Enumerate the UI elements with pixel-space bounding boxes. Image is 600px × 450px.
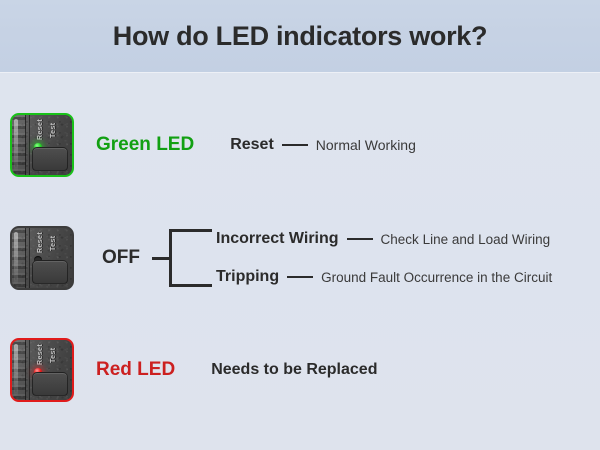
outlet-reset-legend: Reset	[37, 231, 44, 253]
outlet-ridge-strip	[12, 115, 26, 175]
outlet-reset-legend: Reset	[37, 118, 44, 140]
bracket-spine	[169, 229, 172, 287]
outlet-test-legend: Test	[50, 122, 57, 138]
bracket-arm-top	[169, 229, 212, 232]
detail-term: Tripping	[216, 268, 280, 285]
off-branch-items: Incorrect Wiring Check Line and Load Wir…	[216, 229, 552, 287]
branch-bracket-icon	[152, 229, 212, 287]
dash-connector-icon	[346, 238, 373, 240]
gfci-outlet-red-led-icon: Reset Test	[10, 338, 74, 402]
header-band: How do LED indicators work?	[0, 0, 600, 72]
detail-description: Normal Working	[315, 137, 416, 153]
gfci-outlet-green-led-icon: Reset Test	[10, 113, 74, 177]
outlet-ridge-gloss	[14, 344, 18, 396]
outlet-seam-line	[29, 115, 30, 175]
detail-term: Needs to be Replaced	[211, 361, 378, 378]
detail-term: Reset	[230, 136, 274, 153]
outlet-reset-legend: Reset	[37, 343, 44, 365]
outlet-ridge-gloss	[14, 232, 18, 284]
gfci-outlet-off-led-icon: Reset Test	[10, 226, 74, 290]
outlet-button-panel	[32, 260, 68, 284]
detail-green-reset: Reset Normal Working	[230, 136, 416, 154]
detail-off-incorrect-wiring: Incorrect Wiring Check Line and Load Wir…	[216, 229, 552, 249]
detail-off-tripping: Tripping Ground Fault Occurrence in the …	[216, 267, 552, 287]
detail-red-replace: Needs to be Replaced	[211, 361, 377, 379]
detail-description: Check Line and Load Wiring	[380, 231, 551, 247]
outlet-seam-line	[29, 340, 30, 400]
outlet-test-legend: Test	[50, 347, 57, 363]
bracket-stem	[152, 257, 169, 260]
outlet-ridge-gloss	[14, 119, 18, 171]
row-off-led: Reset Test OFF Incorrect Wiring Check Li…	[0, 213, 600, 303]
outlet-ridge-strip	[12, 228, 26, 288]
row-green-led: Reset Test Green LED Reset Normal Workin…	[0, 100, 600, 190]
page-title: How do LED indicators work?	[112, 20, 488, 51]
off-branch-group: Incorrect Wiring Check Line and Load Wir…	[152, 213, 600, 303]
dash-connector-icon	[287, 276, 314, 278]
outlet-ridge-strip	[12, 340, 26, 400]
bracket-arm-bottom	[169, 284, 212, 287]
row-red-led: Reset Test Red LED Needs to be Replaced	[0, 325, 600, 415]
outlet-button-panel	[32, 147, 68, 171]
outlet-seam-line	[29, 228, 30, 288]
outlet-test-legend: Test	[50, 235, 57, 251]
detail-term: Incorrect Wiring	[216, 230, 339, 247]
dash-connector-icon	[281, 144, 308, 146]
state-label-green-led: Green LED	[96, 134, 195, 155]
state-label-off: OFF	[102, 247, 140, 268]
detail-description: Ground Fault Occurrence in the Circuit	[321, 269, 553, 285]
state-label-red-led: Red LED	[96, 359, 176, 380]
outlet-button-panel	[32, 372, 68, 396]
